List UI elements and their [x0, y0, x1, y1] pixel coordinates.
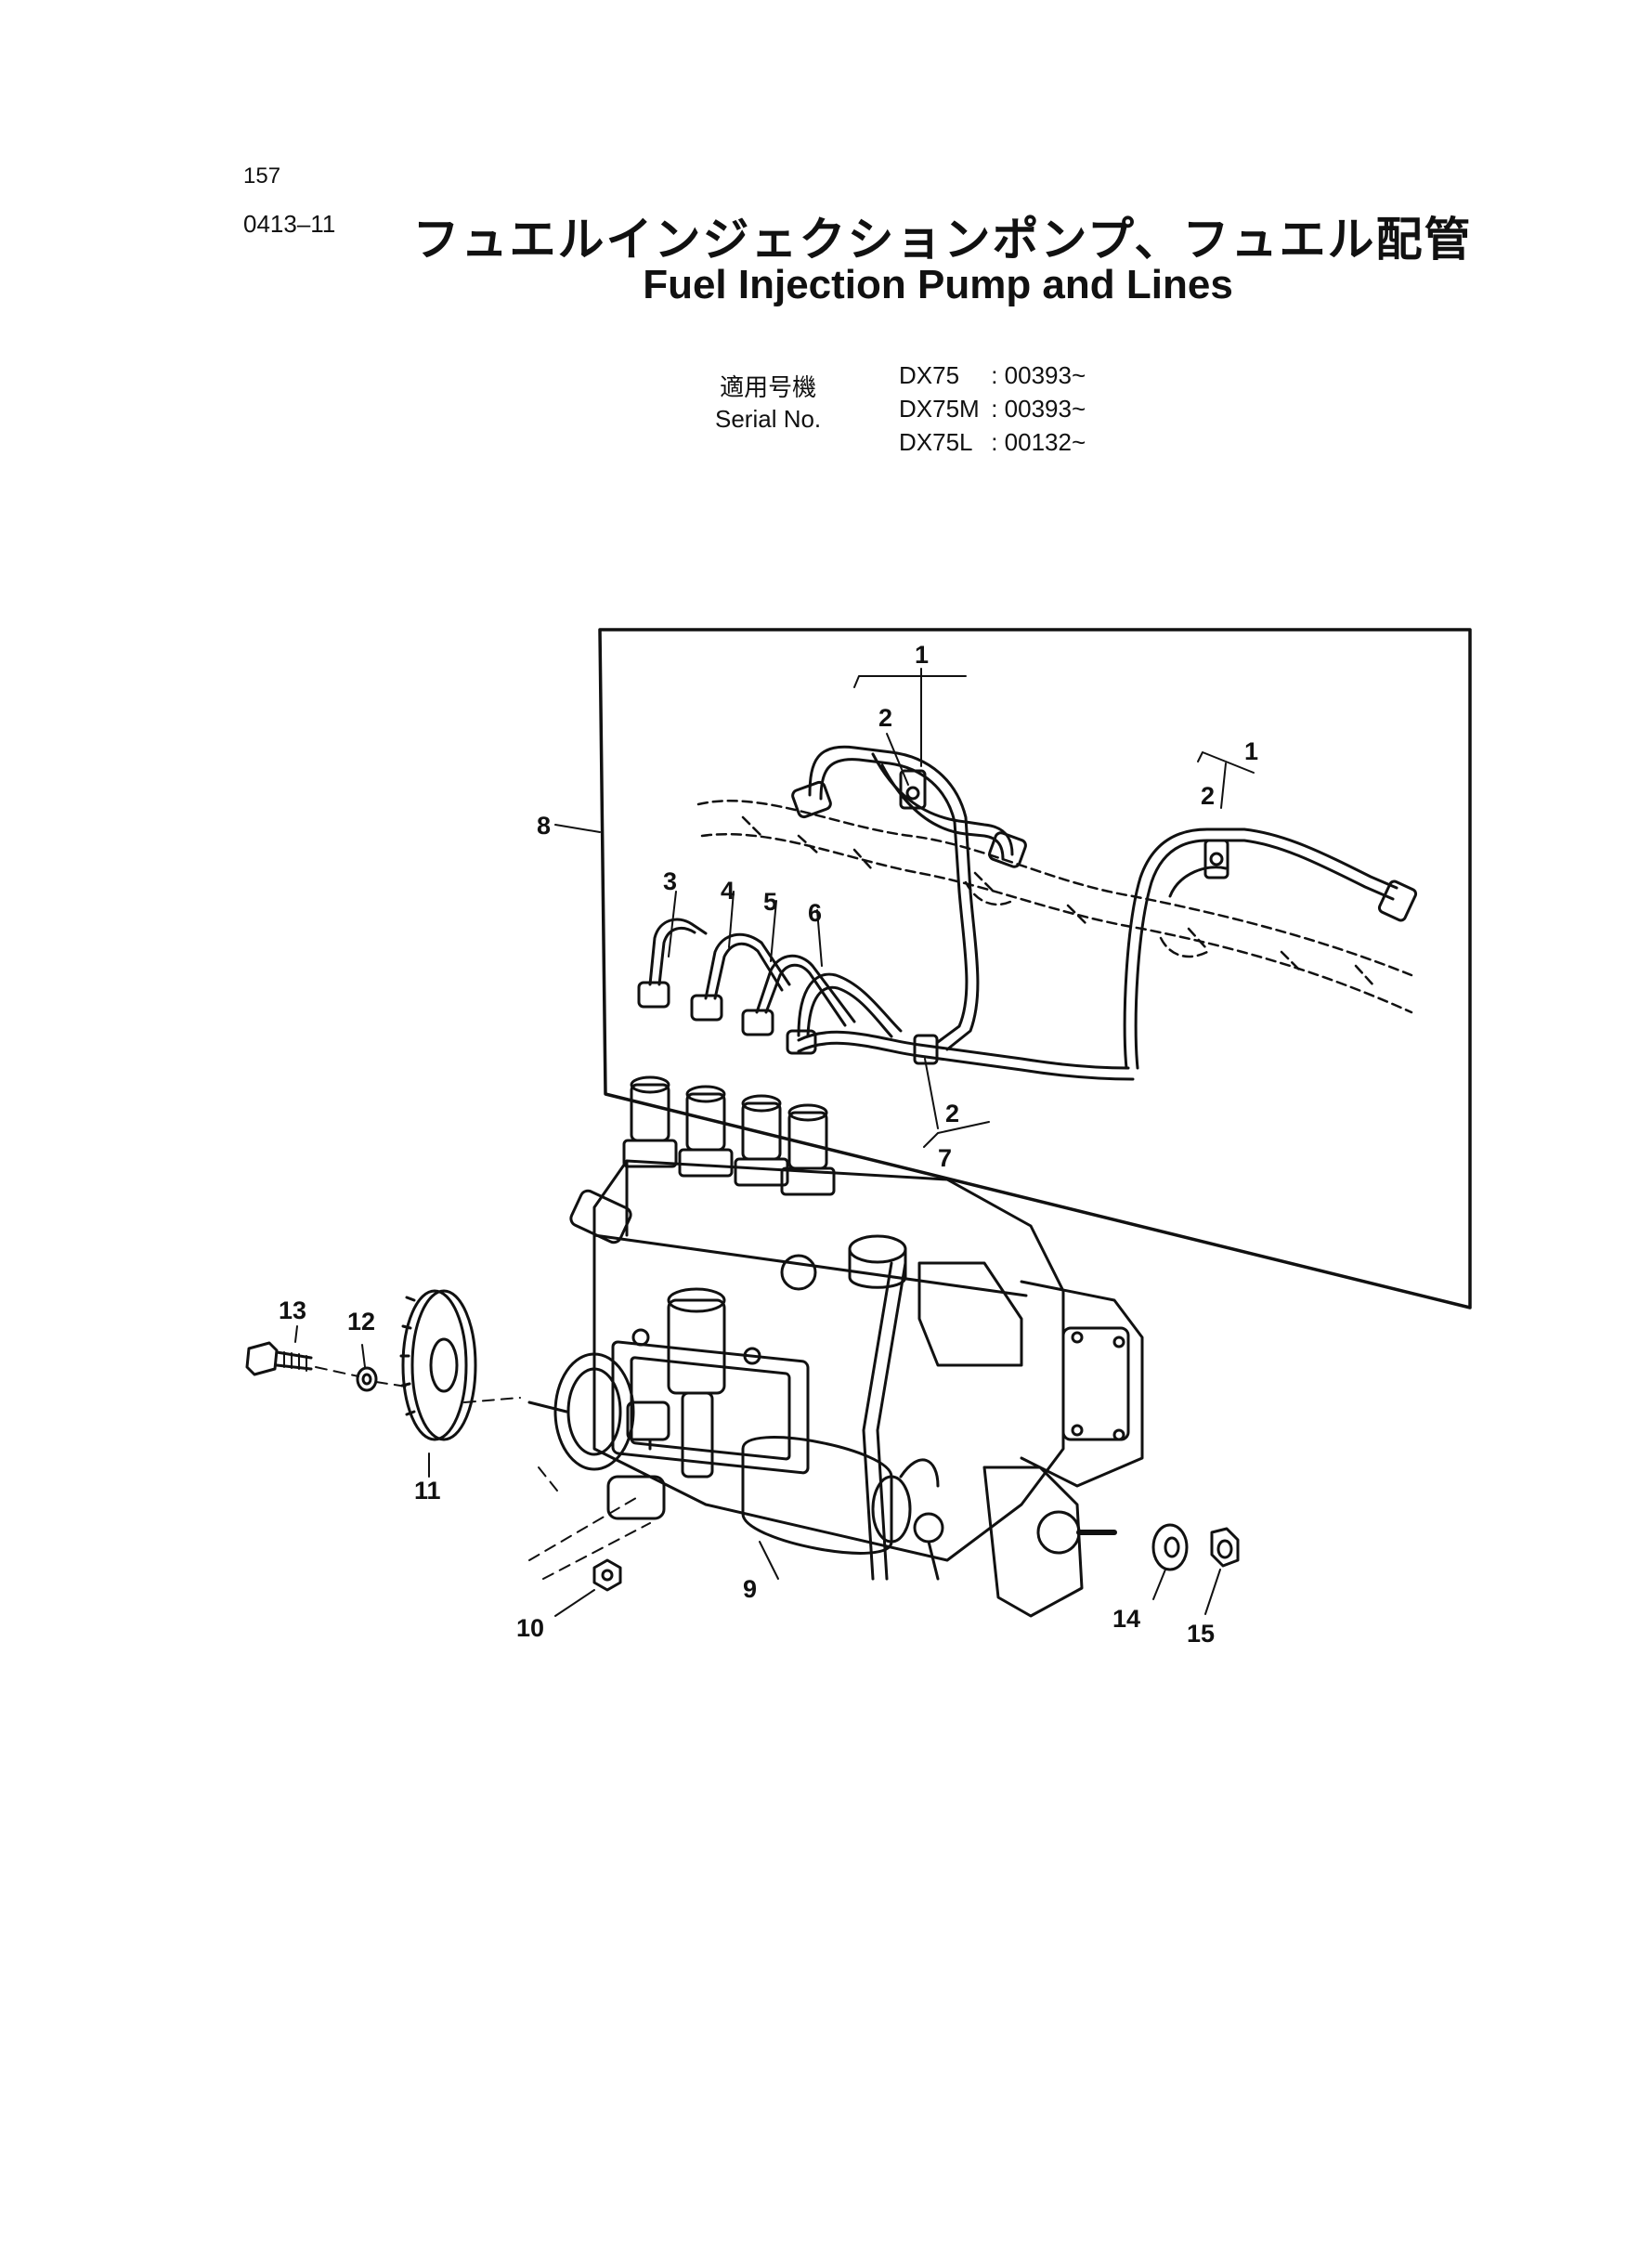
- callout-1-right: 1: [1244, 737, 1258, 765]
- callout-12: 12: [347, 1308, 375, 1335]
- injection-pipe-assembly-left: [791, 745, 1027, 1051]
- engine-head-outline: [696, 800, 1413, 1014]
- drive-gear-flange: [399, 1289, 477, 1441]
- bolt-13: [245, 1341, 313, 1376]
- serial-row-dx75l: DX75L : 00132~: [899, 425, 1086, 459]
- page-number: 157: [243, 163, 281, 189]
- callout-13: 13: [279, 1296, 306, 1324]
- injection-pipe-assembly-right: [1123, 827, 1418, 1070]
- serial-label: 適用号機 Serial No.: [715, 371, 821, 435]
- nut-15: [1210, 1527, 1240, 1568]
- serial-row-dx75m: DX75M : 00393~: [899, 392, 1086, 425]
- assembly-lines: [315, 1366, 651, 1580]
- callout-2-top: 2: [878, 704, 892, 732]
- callout-15: 15: [1187, 1620, 1215, 1648]
- nut-10: [592, 1558, 622, 1592]
- callout-6: 6: [808, 899, 822, 927]
- callout-14: 14: [1112, 1605, 1140, 1633]
- callout-10: 10: [516, 1614, 544, 1642]
- injection-pipes-3-6: [637, 918, 903, 1055]
- serial-range: 00132~: [1004, 428, 1086, 456]
- serial-row-dx75: DX75 : 00393~: [899, 358, 1086, 392]
- fuel-lines-panel: [598, 628, 1472, 1309]
- callout-5: 5: [763, 888, 777, 916]
- serial-sep: :: [984, 395, 1005, 423]
- callout-11: 11: [414, 1477, 441, 1505]
- serial-list: DX75 : 00393~ DX75M : 00393~ DX75L : 001…: [899, 358, 1086, 459]
- serial-range: 00393~: [1004, 361, 1086, 389]
- serial-label-en: Serial No.: [715, 405, 822, 433]
- serial-label-jp: 適用号機: [720, 373, 817, 401]
- callout-4: 4: [721, 877, 735, 905]
- title-english: Fuel Injection Pump and Lines: [643, 262, 1233, 307]
- serial-sep: :: [984, 361, 1005, 389]
- title-japanese: フュエルインジェクションポンプ、フュエル配管: [412, 213, 1473, 267]
- injection-pipe-lower: [797, 1030, 1135, 1081]
- serial-model: DX75L: [899, 428, 973, 456]
- section-code: 0413–11: [243, 210, 336, 238]
- callout-8: 8: [537, 812, 551, 840]
- washer-12: [356, 1366, 378, 1392]
- callout-2-lower: 2: [945, 1100, 959, 1127]
- serial-model: DX75: [899, 361, 960, 389]
- callout-9: 9: [743, 1575, 757, 1603]
- leader-lines: [554, 668, 1255, 1148]
- callout-3: 3: [663, 867, 677, 895]
- callout-7: 7: [938, 1144, 952, 1172]
- callout-1-top: 1: [915, 641, 929, 669]
- leader-lines-lower: [294, 1325, 1221, 1617]
- washer-14: [1151, 1523, 1189, 1571]
- serial-model: DX75M: [899, 395, 980, 423]
- callout-2-right: 2: [1201, 782, 1215, 810]
- serial-sep: :: [984, 428, 1005, 456]
- serial-range: 00393~: [1004, 395, 1086, 423]
- fuel-injection-pump: [527, 1075, 1144, 1618]
